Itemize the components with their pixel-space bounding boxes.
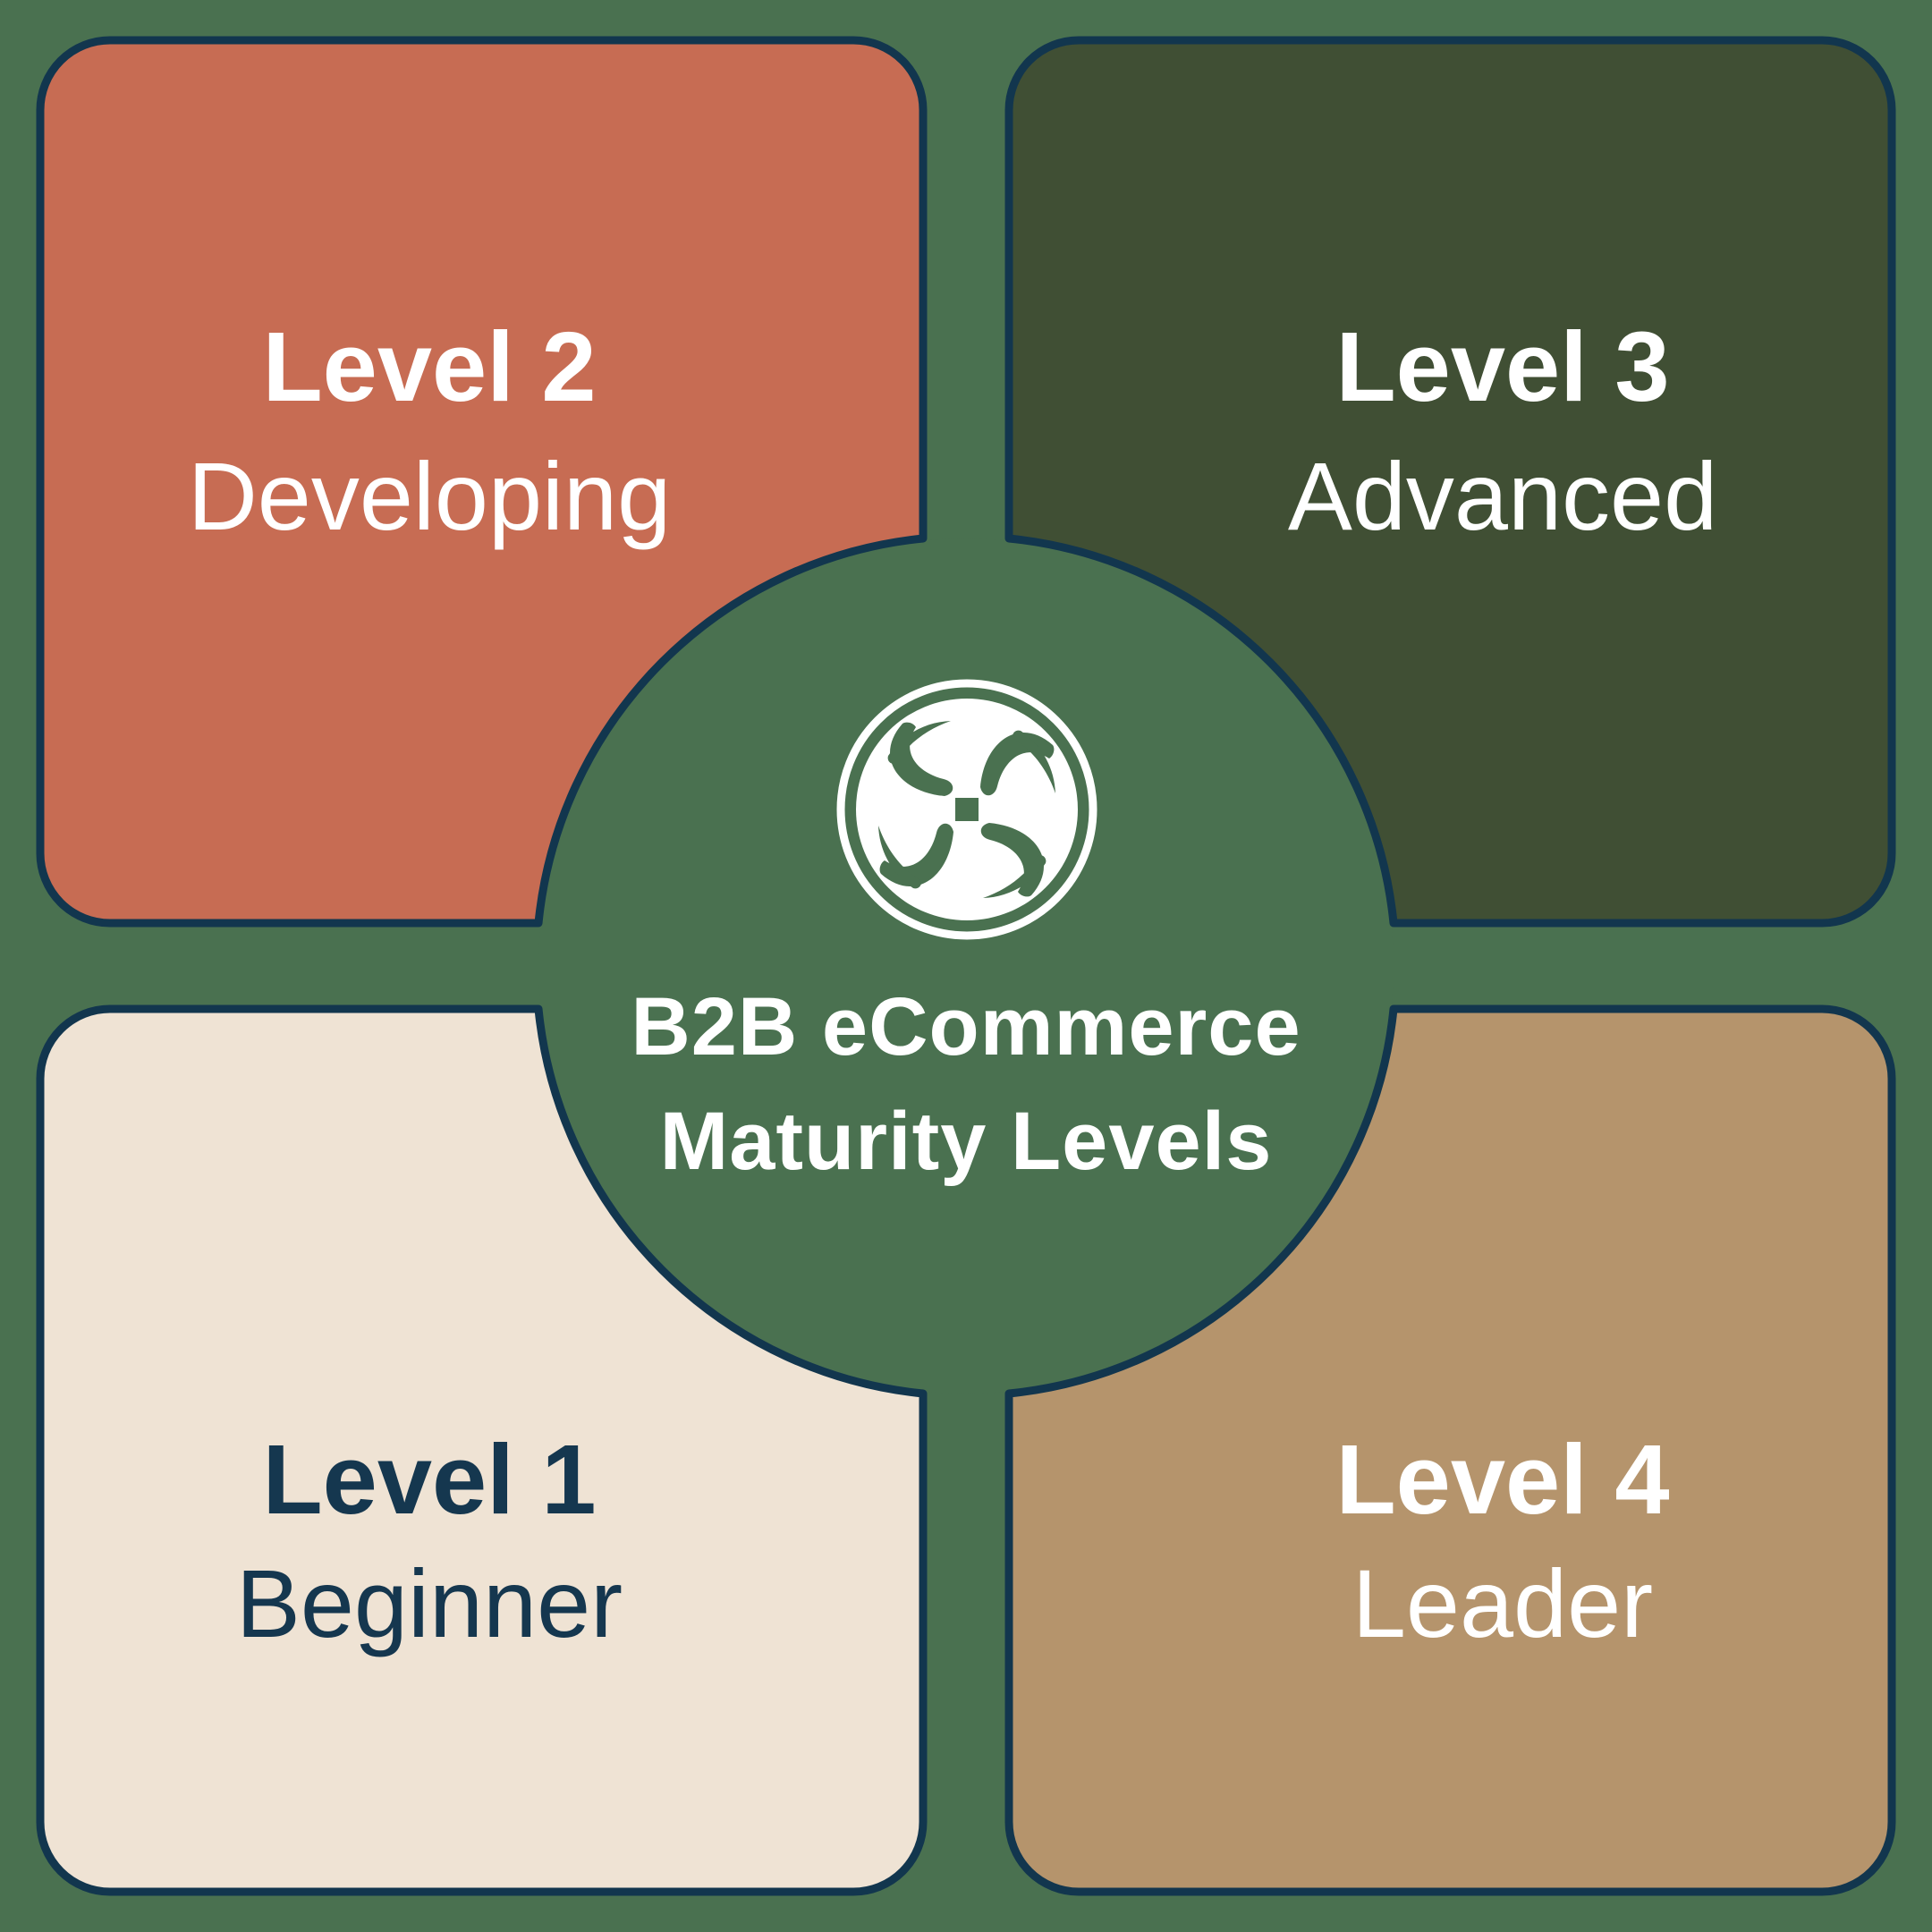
level-3-title: Level 3	[1335, 312, 1669, 422]
quadrant-card-level-3	[1004, 36, 1896, 928]
quadrant-card-level-2	[36, 36, 928, 928]
level-2-label: Developing	[188, 442, 671, 550]
center-title-line1: B2B eCommerce	[631, 981, 1301, 1072]
center-circle	[538, 538, 1394, 1394]
logo-swirl-blades	[878, 721, 1055, 898]
level-2-title: Level 2	[262, 312, 596, 422]
center-title-line2: Maturity Levels	[660, 1096, 1273, 1187]
level-1-title: Level 1	[262, 1425, 596, 1535]
logo-center-square	[955, 798, 979, 821]
logo-ring	[836, 679, 1097, 940]
swirl-pinwheel-logo	[836, 679, 1097, 940]
quadrant-card-level-4	[1004, 1004, 1896, 1896]
level-4-title: Level 4	[1335, 1425, 1669, 1535]
level-4-label: Leader	[1352, 1549, 1653, 1657]
level-3-label: Advanced	[1288, 442, 1717, 550]
level-1-label: Beginner	[236, 1549, 623, 1657]
quadrant-card-level-1	[36, 1004, 928, 1896]
